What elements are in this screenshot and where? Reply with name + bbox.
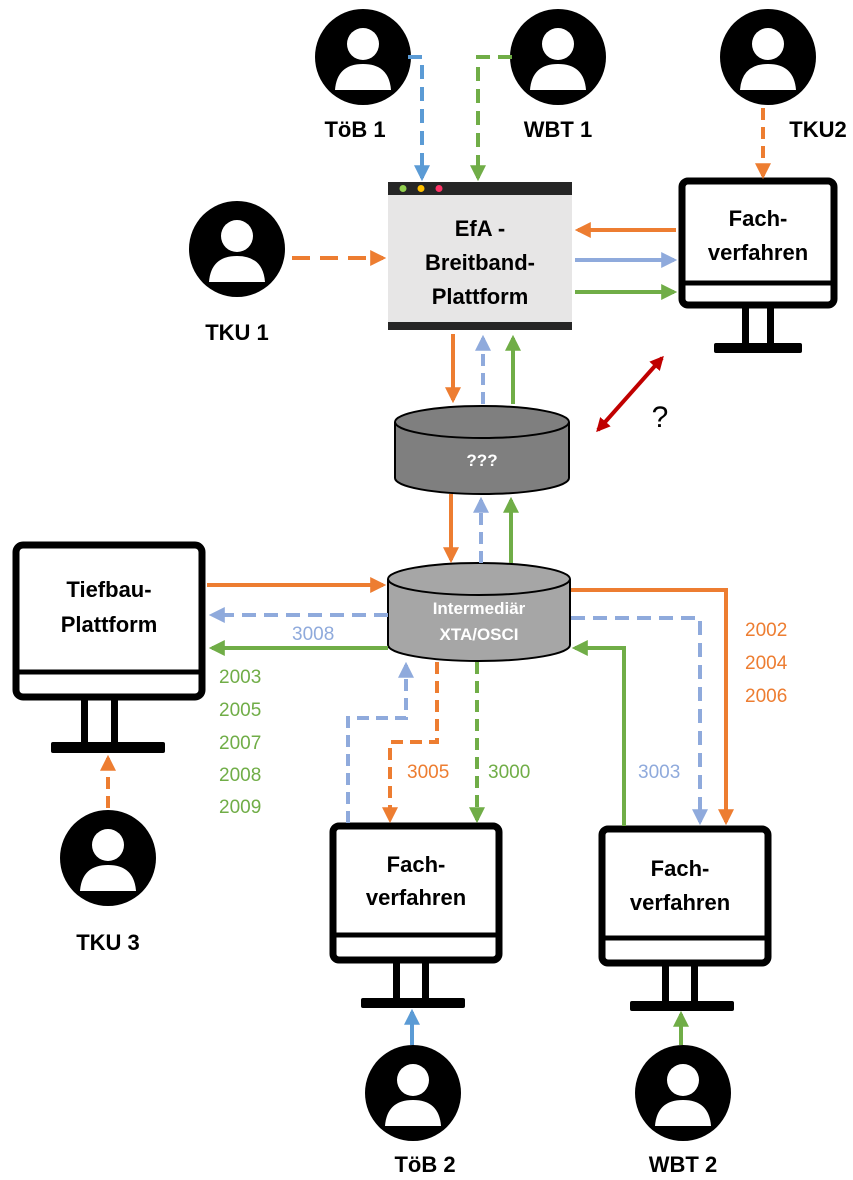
- code-green-tiefbau-5: 2009: [219, 797, 261, 818]
- person-tku3-label: TKU 3: [76, 930, 140, 955]
- person-tku2-icon: [720, 9, 816, 105]
- arrow-toeb1-efa: [408, 55, 430, 182]
- arrow-fv-mid-intermediaer-blue: [346, 661, 414, 823]
- person-wbt2-label: WBT 2: [649, 1152, 717, 1177]
- intermediaer-cylinder: [387, 562, 571, 662]
- person-tku1-icon: [189, 201, 285, 297]
- unknown-database-label: ???: [466, 451, 497, 470]
- arrow-intermediaer-fv-right-blue: [571, 616, 708, 826]
- person-tku3-icon: [60, 810, 156, 906]
- code-orange-mid: 3005: [407, 762, 449, 783]
- window-dot-yellow-icon: [417, 185, 425, 192]
- window-dot-red-icon: [435, 185, 443, 192]
- efa-platform-line1: EfA -: [455, 216, 506, 241]
- fachverfahren-top-monitor-icon: [678, 177, 838, 353]
- person-wbt1-label: WBT 1: [524, 117, 592, 142]
- arrow-red-question: [596, 355, 664, 433]
- fachverfahren-right-line2: verfahren: [630, 890, 730, 915]
- question-mark-label: ?: [652, 401, 669, 434]
- code-green-tiefbau-2: 2005: [219, 700, 261, 721]
- fachverfahren-mid-line1: Fach-: [387, 852, 446, 877]
- person-toeb1-label: TöB 1: [324, 117, 385, 142]
- efa-platform-line3: Plattform: [432, 284, 529, 309]
- fachverfahren-mid-line2: verfahren: [366, 885, 466, 910]
- code-green-tiefbau-1: 2003: [219, 667, 261, 688]
- code-green-tiefbau-4: 2008: [219, 765, 261, 786]
- intermediaer-line1: Intermediär: [433, 599, 526, 618]
- code-blue-tiefbau: 3008: [292, 624, 334, 645]
- fachverfahren-top-line2: verfahren: [708, 240, 808, 265]
- person-tku1-label: TKU 1: [205, 320, 269, 345]
- person-toeb1-icon: [315, 9, 411, 105]
- arrow-intermediaer-fv-mid-orange: [382, 662, 439, 824]
- intermediaer-line2: XTA/OSCI: [439, 625, 518, 644]
- person-wbt1-icon: [510, 9, 606, 105]
- fachverfahren-mid-monitor-icon: [329, 822, 503, 1008]
- code-orange-right-3: 2006: [745, 686, 787, 707]
- arrow-intermediaer-fv-right-orange: [571, 588, 734, 826]
- code-blue-right: 3003: [638, 762, 680, 783]
- tiefbau-line1: Tiefbau-: [66, 577, 151, 602]
- person-toeb2-label: TöB 2: [394, 1152, 455, 1177]
- unknown-database-cylinder: [394, 405, 570, 495]
- fachverfahren-right-monitor-icon: [598, 825, 772, 1011]
- fachverfahren-right-line1: Fach-: [651, 856, 710, 881]
- efa-platform-line2: Breitband-: [425, 250, 535, 275]
- code-green-mid: 3000: [488, 762, 530, 783]
- code-orange-right-2: 2004: [745, 653, 788, 674]
- fachverfahren-top-line1: Fach-: [729, 206, 788, 231]
- arrow-fv-right-intermediaer-green: [571, 640, 626, 826]
- tiefbau-monitor-icon: [12, 541, 206, 753]
- tiefbau-line2: Plattform: [61, 612, 158, 637]
- person-toeb2-icon: [365, 1045, 461, 1141]
- person-wbt2-icon: [635, 1045, 731, 1141]
- code-orange-right-1: 2002: [745, 620, 787, 641]
- connector-arrows: [100, 55, 771, 1045]
- efa-platform-window: [388, 182, 572, 330]
- person-tku2-label: TKU2: [789, 117, 846, 142]
- arrow-wbt1-efa: [470, 55, 512, 182]
- code-green-tiefbau-3: 2007: [219, 733, 261, 754]
- window-dot-green-icon: [399, 185, 407, 192]
